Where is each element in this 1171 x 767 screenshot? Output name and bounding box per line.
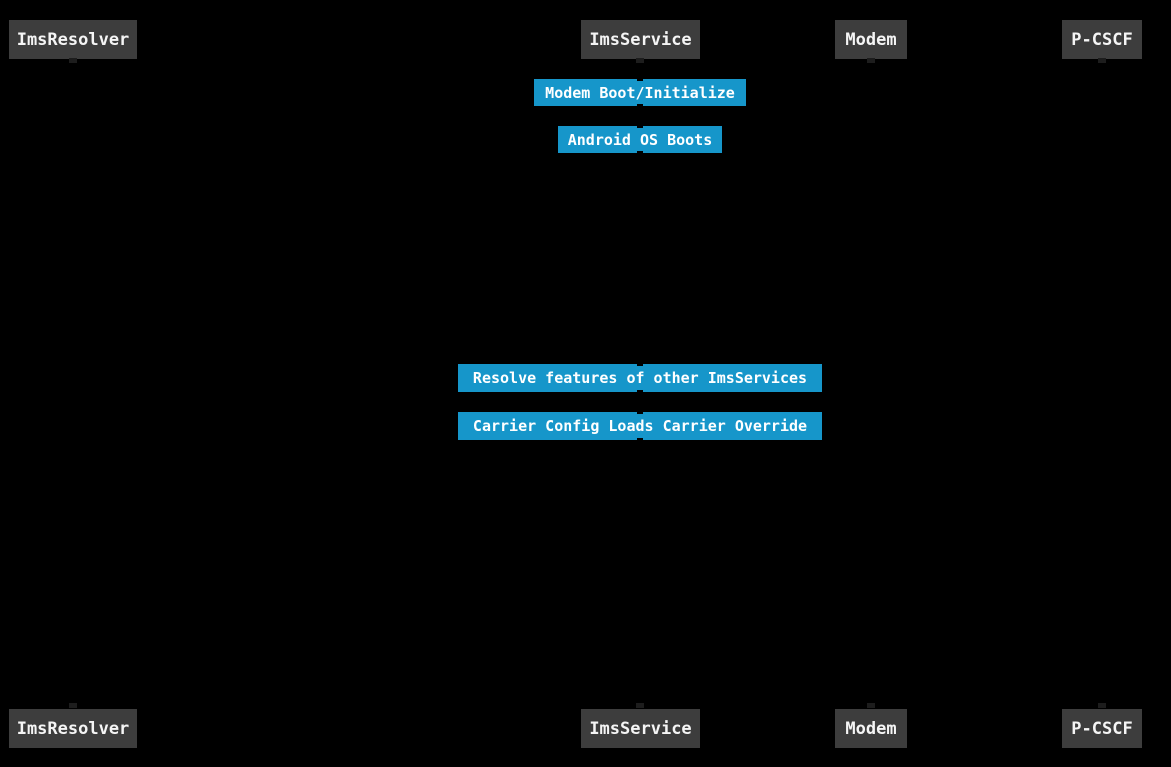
lifeline-notch — [637, 362, 643, 366]
note-modem-boot-initialize: Modem Boot/Initialize — [534, 79, 746, 106]
lifeline-stub-imsresolver-bottom — [69, 703, 77, 708]
lifeline-stub-imsresolver-top — [69, 58, 77, 63]
participant-top-modem: Modem — [835, 20, 907, 59]
participant-bottom-pcscf: P-CSCF — [1062, 709, 1142, 748]
lifeline-notch — [637, 104, 643, 108]
participant-bottom-imsresolver: ImsResolver — [9, 709, 137, 748]
lifeline-notch — [637, 438, 643, 442]
lifeline-stub-pcscf-bottom — [1098, 703, 1106, 708]
lifeline-notch — [637, 77, 643, 81]
lifeline-stub-modem-top — [867, 58, 875, 63]
participant-bottom-modem: Modem — [835, 709, 907, 748]
lifeline-stub-modem-bottom — [867, 703, 875, 708]
participant-bottom-imsservice: ImsService — [581, 709, 700, 748]
lifeline-notch — [637, 390, 643, 394]
note-android-os-boots: Android OS Boots — [558, 126, 722, 153]
lifeline-stub-imsservice-top — [636, 58, 644, 63]
lifeline-stub-pcscf-top — [1098, 58, 1106, 63]
lifeline-notch — [637, 151, 643, 155]
note-carrier-config: Carrier Config Loads Carrier Override — [458, 412, 822, 440]
participant-top-imsresolver: ImsResolver — [9, 20, 137, 59]
note-resolve-features: Resolve features of other ImsServices — [458, 364, 822, 392]
lifeline-stub-imsservice-bottom — [636, 703, 644, 708]
lifeline-notch — [637, 410, 643, 414]
participant-top-pcscf: P-CSCF — [1062, 20, 1142, 59]
participant-top-imsservice: ImsService — [581, 20, 700, 59]
lifeline-notch — [637, 124, 643, 128]
